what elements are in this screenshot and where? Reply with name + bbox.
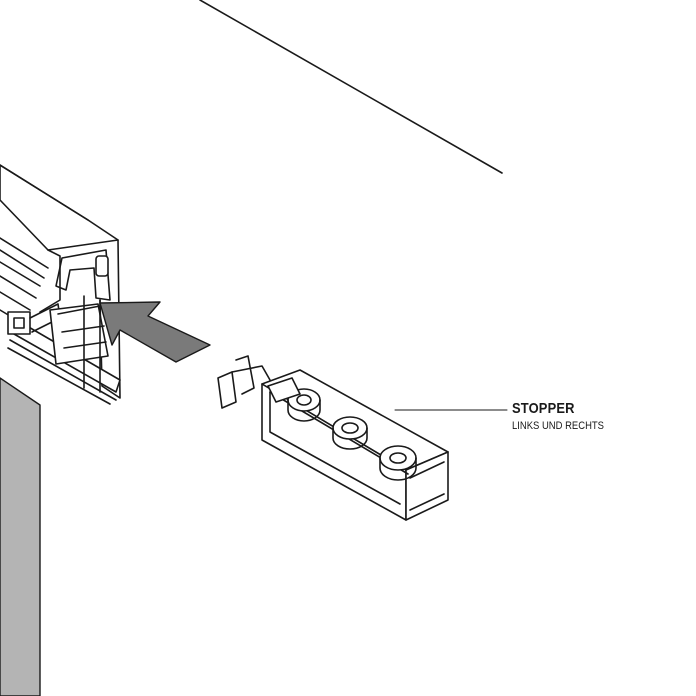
track-profile	[0, 164, 121, 405]
door-panel	[0, 377, 41, 696]
stopper-roller	[379, 445, 417, 481]
insert-direction-arrow-icon	[99, 301, 211, 363]
callout-title: STOPPER	[512, 400, 575, 417]
stopper-part	[217, 355, 449, 521]
ceiling-edge-line	[199, 0, 503, 174]
callout-subtitle: LINKS UND RECHTS	[512, 420, 604, 432]
stopper-roller	[332, 416, 368, 450]
